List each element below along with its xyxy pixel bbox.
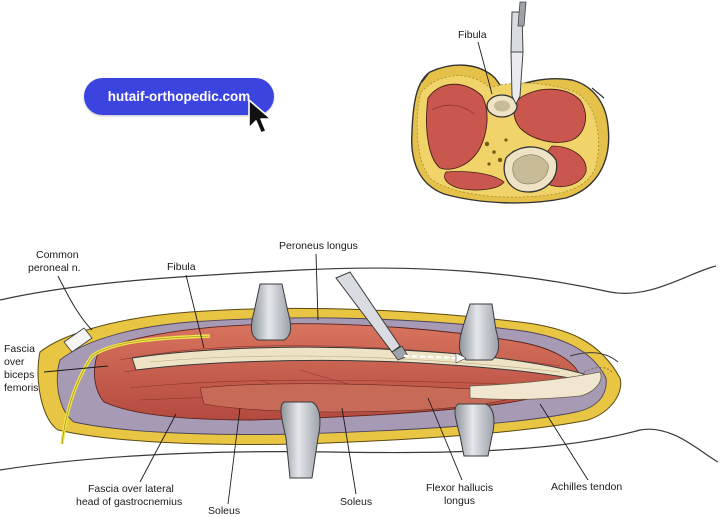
leg-longitudinal-view: Common peroneal n. Fibula Peroneus longu… — [0, 240, 719, 517]
label-soleus-left: Soleus — [208, 505, 240, 517]
label-fascia-biceps: Fascia over biceps femoris — [4, 343, 38, 394]
cross-section-fibula-leader — [477, 41, 493, 95]
knife-icon — [510, 1, 527, 106]
lateral-compartment-muscle — [426, 83, 488, 170]
anterior-compartment-muscle — [513, 88, 587, 143]
mouse-pointer-icon — [248, 99, 272, 134]
cross-section-fibula-label: Fibula — [458, 29, 487, 41]
retractor-lower-right — [454, 403, 495, 457]
leg-cross-section: Fibula — [411, 1, 610, 204]
achilles-tendon — [469, 371, 602, 400]
retractor-upper-right — [458, 303, 500, 361]
retractor-upper-left — [250, 283, 292, 341]
label-peroneus-longus: Peroneus longus — [279, 240, 358, 252]
label-flexor-hallucis: Flexor hallucis longus — [426, 482, 496, 507]
posterior-compartment-muscle — [444, 171, 505, 191]
label-fascia-gastrocnemius: Fascia over lateral head of gastrocnemiu… — [76, 483, 182, 508]
watermark-link-badge[interactable]: hutaif-orthopedic.com — [84, 78, 274, 115]
direction-arrow — [403, 354, 457, 360]
label-achilles: Achilles tendon — [551, 481, 622, 493]
label-common-peroneal: Common peroneal n. — [28, 249, 82, 274]
label-fibula: Fibula — [167, 261, 196, 273]
label-soleus-right: Soleus — [340, 496, 372, 508]
leg-outline — [0, 265, 719, 471]
retractor-lower-left — [280, 401, 321, 479]
